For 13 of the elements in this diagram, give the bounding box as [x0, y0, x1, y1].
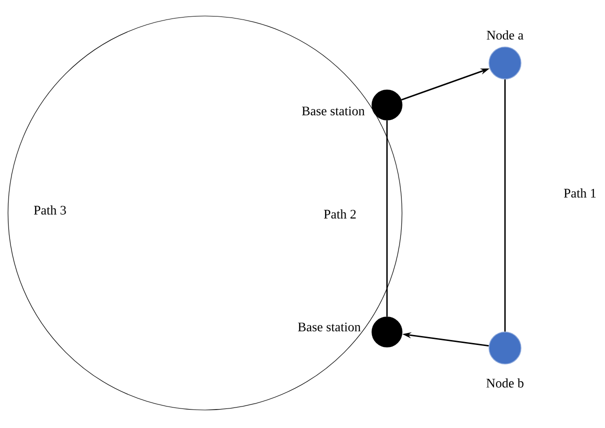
node-circle — [488, 332, 522, 364]
node-circle — [372, 90, 402, 120]
path-label: Path 3 — [34, 205, 66, 215]
node-label: Base station — [298, 322, 361, 332]
node-circle — [488, 46, 522, 80]
edge-label: Path 2 — [324, 209, 356, 219]
connector-line — [386, 120, 388, 317]
node-label: Node a — [486, 30, 524, 40]
node-circle — [372, 316, 402, 348]
connector-line — [504, 79, 506, 332]
node-label: Node b — [486, 378, 524, 388]
edge-label: Path 1 — [564, 188, 596, 198]
node-label: Base station — [302, 106, 365, 116]
